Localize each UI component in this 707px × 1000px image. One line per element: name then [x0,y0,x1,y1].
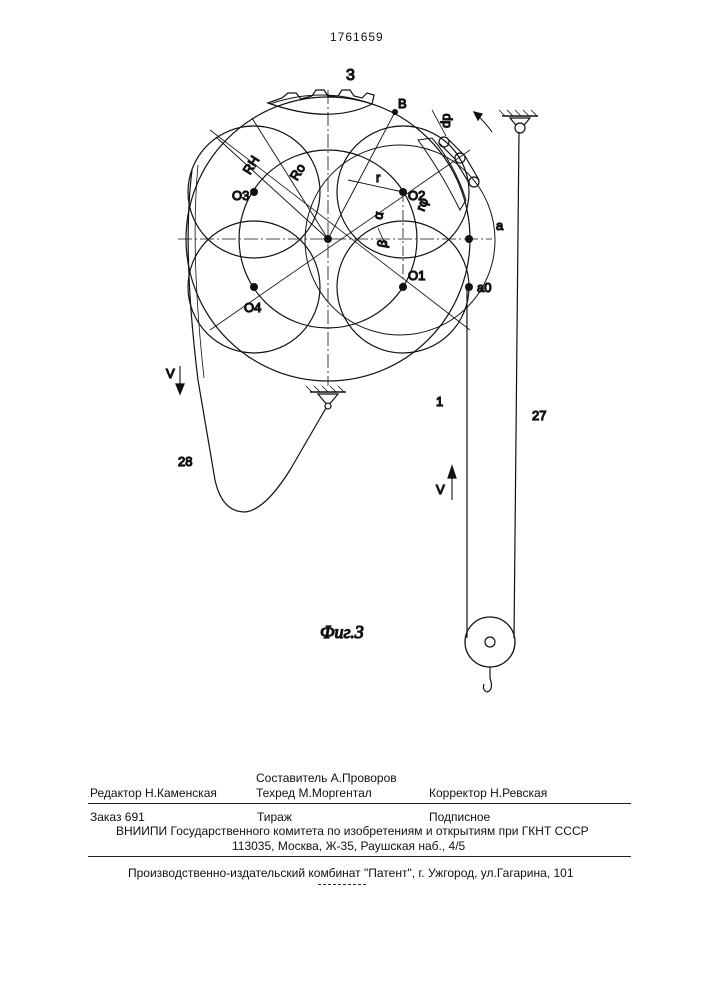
publisher-line: Производственно-издательский комбинат "П… [128,866,574,880]
colophon-rule-1 [88,803,631,804]
cable-27-label: 27 [532,408,546,423]
address-line: 113035, Москва, Ж-35, Раушская наб., 4/5 [232,839,465,853]
belt-28-inner [195,165,204,378]
colophon-rule-2 [88,856,631,857]
velocity-arrowhead-left [176,384,184,394]
bottom-dash [318,884,366,885]
cable-27 [514,132,519,638]
o3-label: O3 [232,188,249,203]
point-a0-label: a0 [477,280,491,295]
o4-label: O4 [244,300,261,315]
ro-label: Ro [287,161,309,183]
lower-pulley [465,617,515,667]
figure-3-drawing: 3 B dp RH Ro r rφ O2 O1 O3 O4 a a0 α β 1… [0,0,707,700]
circulation: Тираж [257,810,292,824]
compiler-line: Составитель А.Проворов [256,771,397,785]
velocity-left-label: V [166,366,175,381]
gear-label: 3 [346,67,355,84]
point-a-label: a [496,218,504,233]
dp-label: dp [438,114,453,128]
beta-label: β [374,239,390,249]
pivot-dots [250,109,473,291]
order-number: Заказ 691 [90,810,145,824]
r-label: r [376,170,381,185]
alpha-label: α [370,210,386,220]
top-right-support [499,110,538,133]
bottom-support [306,386,346,409]
velocity-right-label: V [436,482,445,497]
point-b-label: B [398,96,407,111]
gear-segment [268,90,374,114]
rh-label: RH [240,153,263,177]
o1-label: O1 [408,268,425,283]
lower-pulley-hub [485,637,495,647]
velocity-arrowhead-right [448,466,456,478]
hook [483,678,491,692]
editor-line: Редактор Н.Каменская [90,786,217,800]
vniipi-line: ВНИИПИ Государственного комитета по изоб… [116,824,589,838]
cable-1-label: 1 [436,394,443,409]
techred-line: Техред М.Моргентал [256,786,372,800]
o2-label: O2 [408,188,425,203]
subscription: Подписное [429,810,490,824]
figure-caption: Фиг.3 [320,622,364,642]
corrector-line: Корректор Н.Ревская [429,786,547,800]
belt-28-label: 28 [178,454,192,469]
